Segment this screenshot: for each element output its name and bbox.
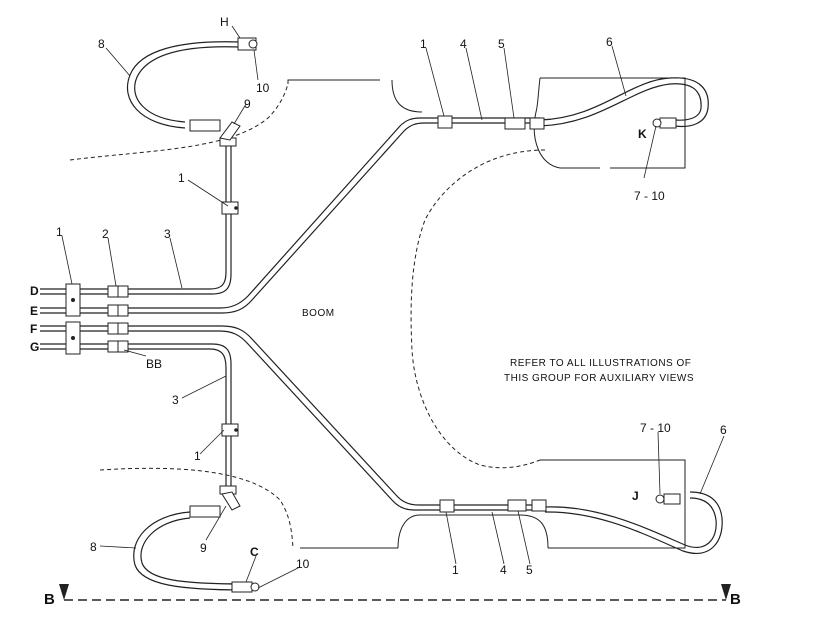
callout-tr-1: 1 [420, 37, 427, 51]
tube-routes [40, 117, 545, 511]
callout-bb: BB [146, 357, 162, 371]
section-line [59, 584, 731, 601]
note-line-2: THIS GROUP FOR AUXILIARY VIEWS [504, 373, 694, 384]
leader-lines [61, 25, 725, 589]
hoses [126, 41, 723, 591]
callout-br-5: 5 [526, 563, 533, 577]
fittings [65, 37, 681, 593]
callout-bl-8: 8 [90, 540, 97, 554]
callout-left-3: 3 [164, 227, 171, 241]
port-g: G [30, 340, 39, 354]
callout-top-9: 9 [244, 97, 251, 111]
section-label-right: B [730, 591, 741, 608]
callout-br-7-10: 7 - 10 [640, 421, 671, 435]
boom-outline [69, 77, 686, 549]
callout-br-j: J [632, 489, 639, 503]
callout-tr-6: 6 [606, 35, 613, 49]
callout-br-4: 4 [500, 563, 507, 577]
port-e: E [30, 304, 38, 318]
callout-tr-7-10: 7 - 10 [634, 189, 665, 203]
callout-tr-4: 4 [460, 37, 467, 51]
section-label-left: B [44, 591, 55, 608]
callout-br-1: 1 [452, 563, 459, 577]
callout-bl-3: 3 [172, 393, 179, 407]
callout-br-6: 6 [720, 423, 727, 437]
port-f: F [30, 322, 37, 336]
callout-left-1: 1 [56, 225, 63, 239]
callout-tr-k: K [638, 127, 647, 141]
callout-top-1: 1 [178, 171, 185, 185]
callout-top-h: H [220, 15, 229, 29]
labels: 8 H 10 9 1 1 2 3 D E F G BOOM REFER TO A… [30, 15, 741, 608]
note-line-1: REFER TO ALL ILLUSTRATIONS OF [510, 358, 691, 369]
callout-left-2: 2 [102, 227, 109, 241]
callout-bl-1: 1 [194, 449, 201, 463]
callout-bl-9: 9 [200, 541, 207, 555]
boom-label: BOOM [302, 308, 335, 319]
callout-top-10: 10 [256, 81, 270, 95]
callout-top-8: 8 [98, 37, 105, 51]
callout-bl-10: 10 [296, 557, 310, 571]
port-d: D [30, 284, 39, 298]
callout-bl-c: C [250, 545, 259, 559]
callout-tr-5: 5 [498, 37, 505, 51]
